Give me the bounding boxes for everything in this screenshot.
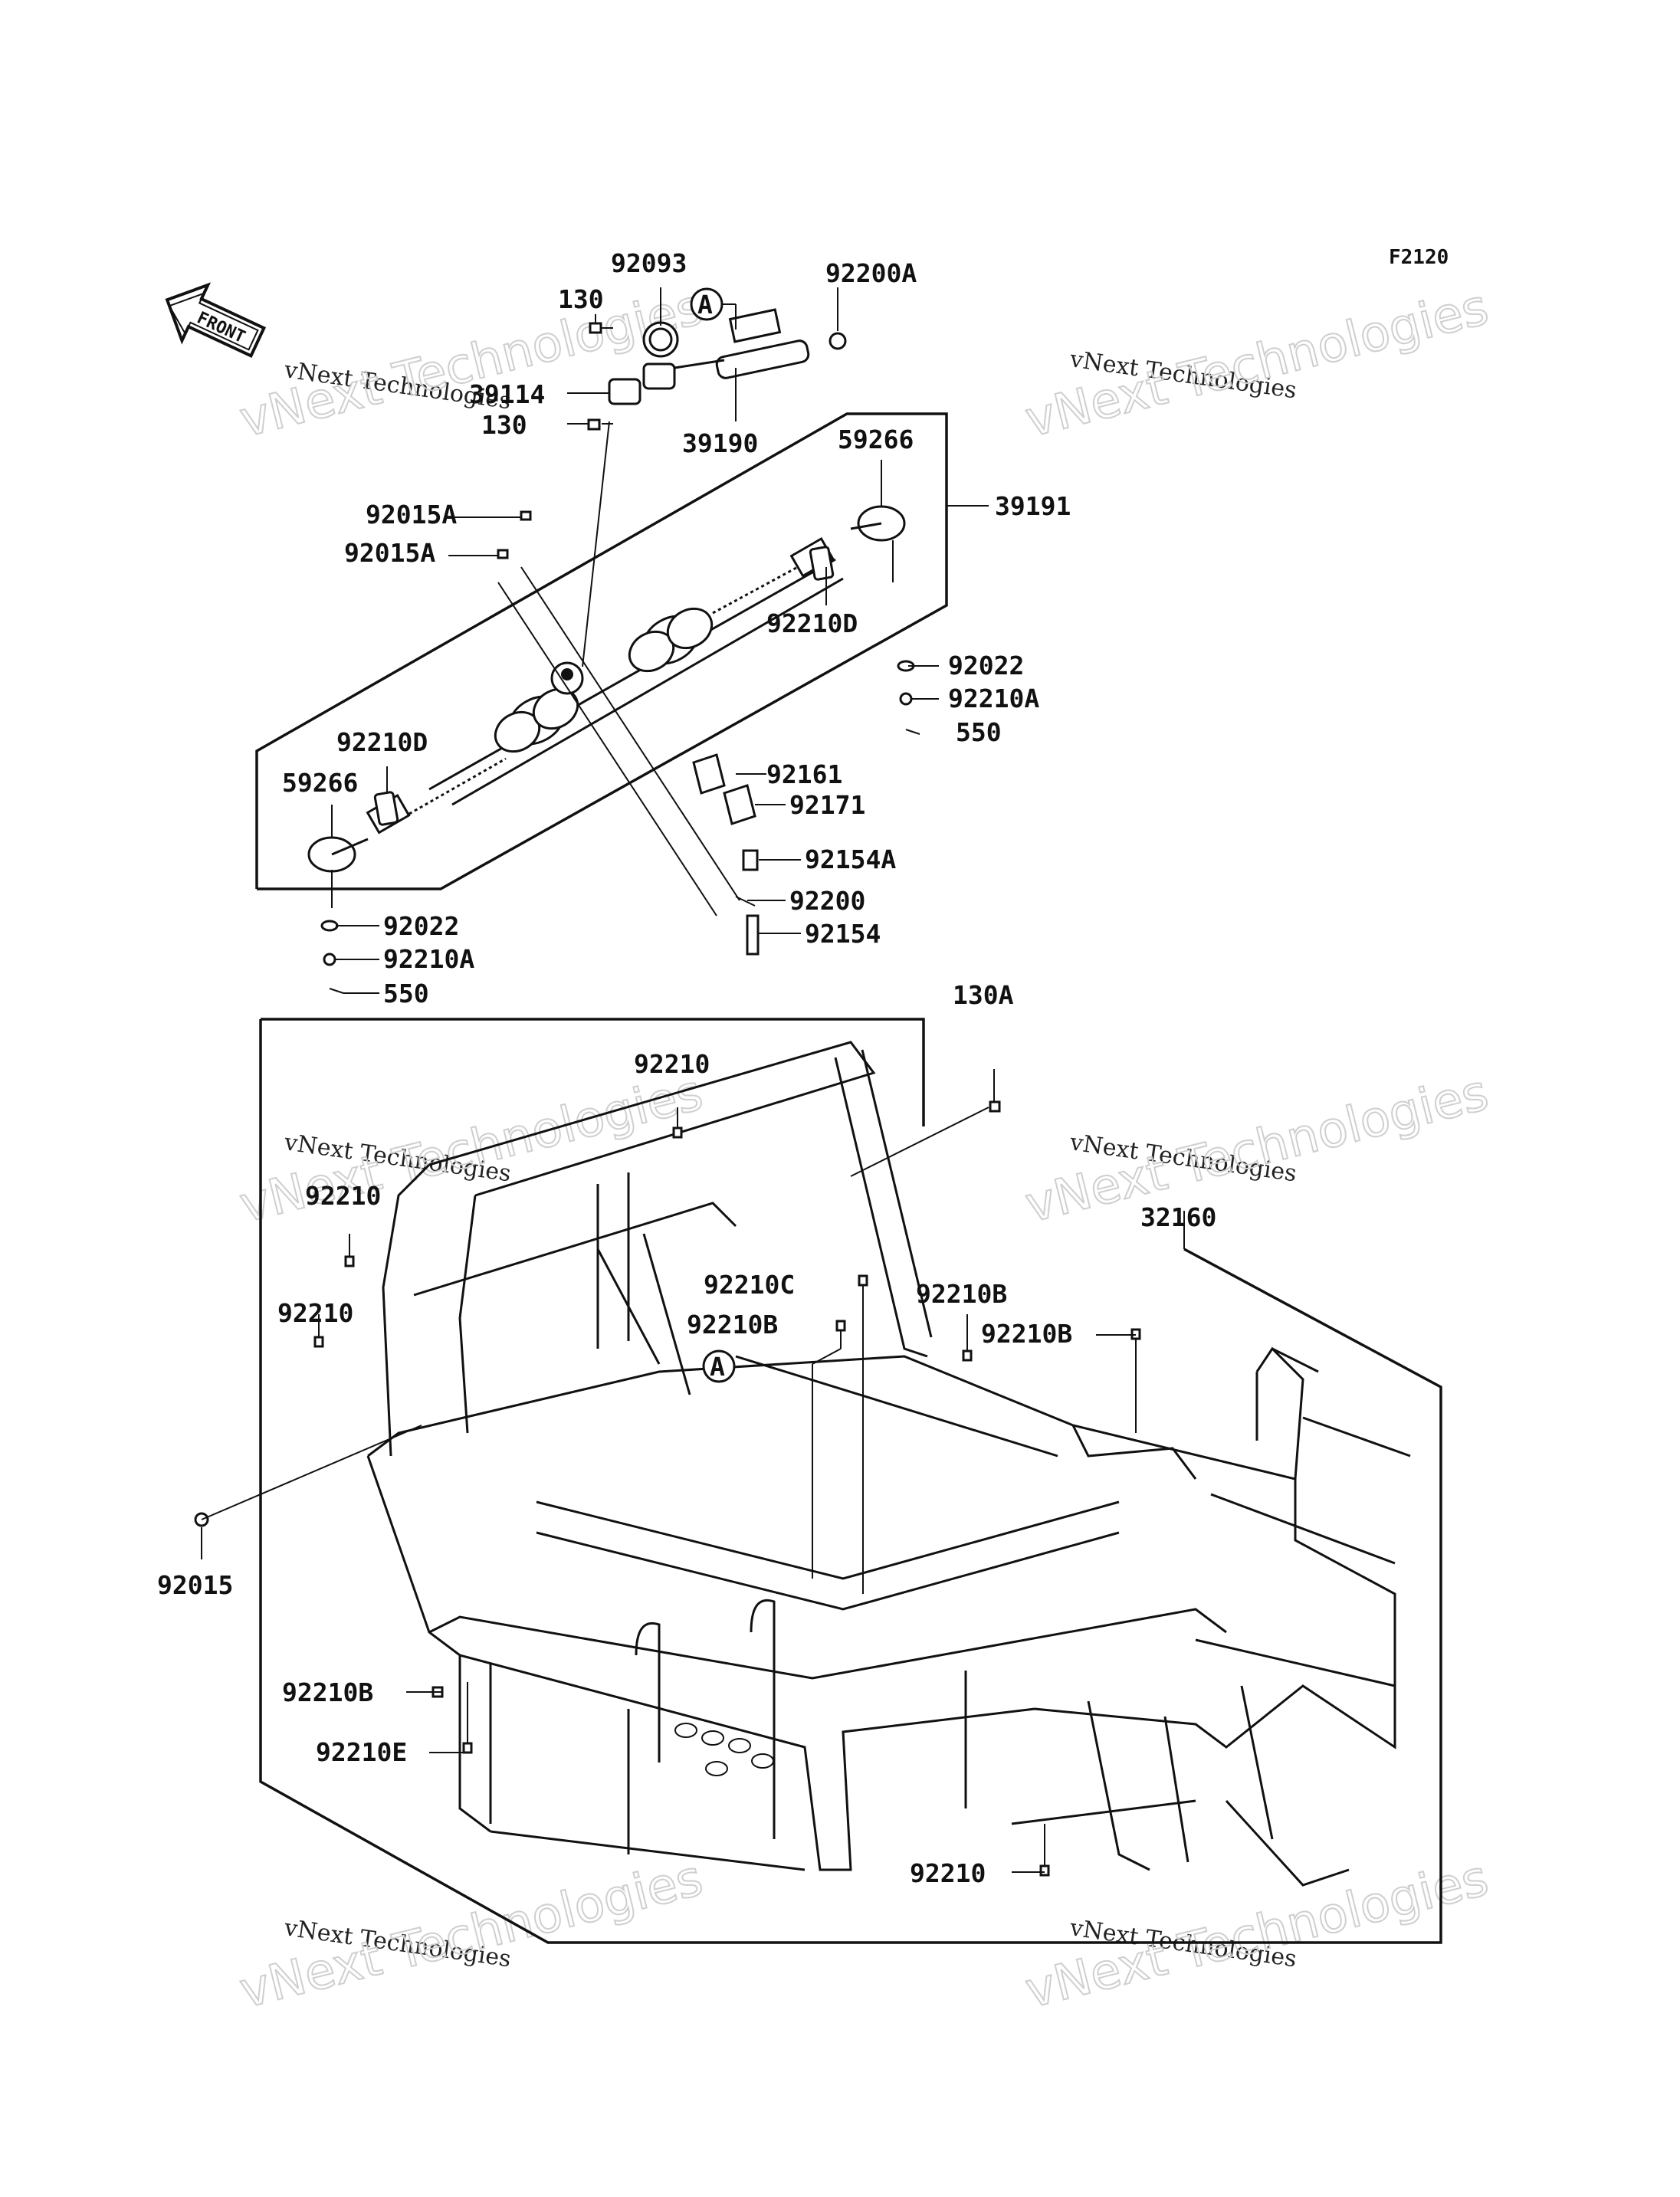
washer-92200 <box>735 896 756 907</box>
callout-labels: 92093 92200A 130 39114 130 39190 59266 3… <box>157 248 1216 1888</box>
rack-boot-right <box>628 607 714 673</box>
nut-92210-left1 <box>344 1255 355 1267</box>
callout-92015: 92015 <box>157 1570 233 1600</box>
callout-92154A: 92154A <box>805 844 896 874</box>
vehicle-frame: A <box>194 1018 1442 1944</box>
callout-92200A: 92200A <box>825 258 917 288</box>
tie-rod-end-right <box>789 505 906 582</box>
nut-92210B-1 <box>835 1320 846 1332</box>
callout-39190: 39190 <box>682 428 758 458</box>
nut-92210-top <box>672 1126 683 1139</box>
callout-92210B-1: 92210B <box>687 1310 778 1340</box>
callout-130-top: 130 <box>558 284 604 314</box>
steering-assembly: A <box>255 287 989 994</box>
bolt-130A <box>989 1100 1001 1113</box>
callout-92210D-left: 92210D <box>336 727 428 757</box>
bolt-92210E <box>462 1742 473 1754</box>
callout-92022-left: 92022 <box>383 911 459 941</box>
nut-92210A-left <box>323 953 336 966</box>
reference-mark-a-top-text: A <box>697 290 713 320</box>
callout-92210-top: 92210 <box>634 1049 710 1079</box>
callout-92210B-4: 92210B <box>282 1677 373 1707</box>
rack-clamp <box>692 753 759 871</box>
washer-92022-left <box>320 920 339 932</box>
reference-mark-a-lower <box>702 1349 736 1383</box>
nut-92210D-right <box>809 546 835 581</box>
callout-550-right: 550 <box>956 717 1002 747</box>
bolt-92015A-2 <box>497 549 509 559</box>
pin-550-left <box>329 988 344 994</box>
callout-92210-left2: 92210 <box>277 1298 353 1328</box>
callout-39191: 39191 <box>995 491 1071 521</box>
callout-92022-right: 92022 <box>948 651 1024 680</box>
nut-92210-left2 <box>313 1336 324 1348</box>
callout-92210B-3: 92210B <box>981 1319 1072 1349</box>
floor-holes <box>674 1723 774 1776</box>
callout-92154: 92154 <box>805 919 881 949</box>
callout-550-left: 550 <box>383 979 429 1008</box>
bolt-92154 <box>746 914 760 956</box>
callout-92210C: 92210C <box>704 1270 795 1300</box>
callout-92210-left1: 92210 <box>305 1181 381 1211</box>
callout-130-bottom: 130 <box>481 410 527 440</box>
nut-92210A-right <box>899 692 913 706</box>
callout-39114: 39114 <box>469 379 545 409</box>
pin-550-right <box>905 729 920 735</box>
callout-92171: 92171 <box>789 790 865 820</box>
callout-92093: 92093 <box>611 248 687 278</box>
callout-92210E: 92210E <box>316 1737 407 1767</box>
callout-59266-right: 59266 <box>838 425 914 454</box>
callout-92210D-right: 92210D <box>766 608 858 638</box>
rack-boot-left <box>494 687 579 753</box>
steering-shaft <box>587 308 847 431</box>
callout-92210B-2: 92210B <box>916 1279 1007 1309</box>
callout-32160: 32160 <box>1140 1202 1216 1232</box>
callout-130A: 130A <box>953 980 1014 1010</box>
figure-code: F2120 <box>1389 246 1449 269</box>
callout-59266-left: 59266 <box>282 768 358 798</box>
nut-92210-bottom <box>1039 1864 1050 1877</box>
leader-lines <box>331 287 939 994</box>
callout-92210-bottom: 92210 <box>910 1858 986 1888</box>
reference-mark-a-lower-text: A <box>710 1352 725 1382</box>
front-arrow-icon: FRONT <box>165 282 267 358</box>
nut-92210B-2 <box>962 1349 973 1362</box>
callout-92015A-1: 92015A <box>366 500 457 530</box>
callout-92210A-right: 92210A <box>948 684 1039 713</box>
nut-92210C <box>858 1274 868 1287</box>
nut-92210D-left <box>373 791 399 826</box>
bolt-92015A-1 <box>520 510 532 521</box>
callout-92161: 92161 <box>766 759 842 789</box>
callout-92200: 92200 <box>789 886 865 916</box>
callout-92015A-2: 92015A <box>344 538 435 568</box>
callout-92210A-left: 92210A <box>383 944 474 974</box>
